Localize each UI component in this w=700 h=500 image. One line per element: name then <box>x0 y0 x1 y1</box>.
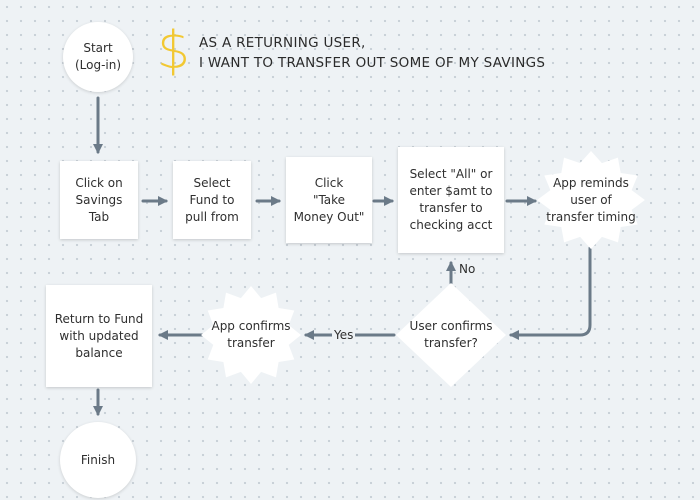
select-amount-node: Select "All" or enter $amt to transfer t… <box>398 147 504 253</box>
starburst-polygon <box>537 151 645 249</box>
user-confirms-decision: User confirms transfer? <box>396 283 506 387</box>
starburst-shape <box>537 151 645 249</box>
edge-app-reminds-to-user-confirms <box>509 246 592 340</box>
dollar-sign-icon: $ <box>157 21 191 81</box>
diagram-title: AS A RETURNING USER, I WANT TO TRANSFER … <box>199 35 546 71</box>
starburst-shape <box>201 286 301 384</box>
starburst-polygon <box>201 286 301 384</box>
diamond-shape <box>396 283 506 387</box>
app-confirms-node: App confirms transfer <box>200 285 302 385</box>
edge-label-no: No <box>457 262 478 276</box>
savings-tab-node: Click on Savings Tab <box>60 161 138 239</box>
edge-label-yes: Yes <box>332 328 356 342</box>
finish-node: Finish <box>60 422 136 498</box>
user-confirms-label: User confirms transfer? <box>409 319 493 350</box>
app-reminds-node: App reminds user of transfer timing <box>536 150 646 250</box>
app-confirms-label: App confirms transfer <box>211 319 291 350</box>
start-node: Start (Log-in) <box>63 22 133 92</box>
take-money-out-node: Click "Take Money Out" <box>286 157 372 243</box>
return-to-fund-node: Return to Fund with updated balance <box>46 285 152 387</box>
select-fund-node: Select Fund to pull from <box>173 161 251 239</box>
app-reminds-label: App reminds user of transfer timing <box>546 175 636 224</box>
